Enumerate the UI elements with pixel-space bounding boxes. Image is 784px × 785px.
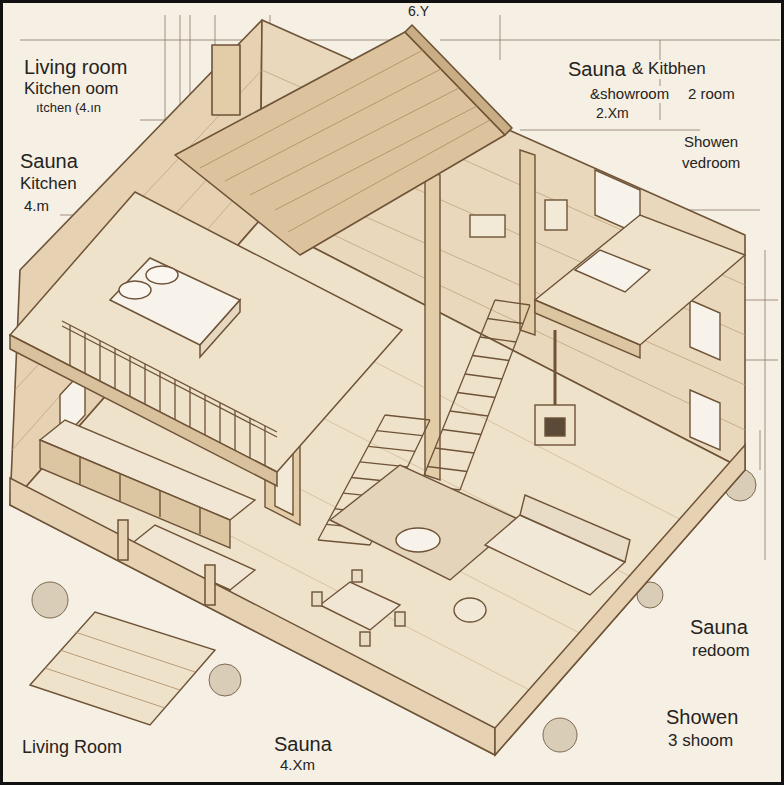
room-label: Sauna	[688, 616, 750, 638]
upper-room	[545, 200, 567, 230]
dimension-label: 2 room	[686, 86, 737, 103]
room-label: Sauna	[566, 58, 628, 80]
loft	[200, 300, 240, 357]
loft	[146, 266, 178, 284]
living-furniture	[360, 632, 370, 646]
living-furniture	[312, 330, 630, 646]
bushes	[209, 664, 241, 696]
living-furniture	[352, 570, 362, 582]
living-furniture	[320, 582, 400, 630]
entry-deck	[30, 612, 215, 725]
roof	[175, 25, 512, 255]
upper-room	[535, 300, 640, 358]
windows	[690, 300, 720, 360]
room-label: Showen	[664, 706, 740, 728]
living-furniture	[520, 495, 630, 562]
room-label: Sauna	[18, 150, 80, 172]
room-label: Sauna	[272, 733, 334, 755]
roof	[405, 25, 512, 135]
roof-planks	[200, 50, 490, 232]
dimension-label: 4.Xm	[278, 757, 317, 774]
upper-room	[575, 250, 650, 292]
dimension-label: 6.Y	[406, 4, 431, 19]
room-label: redoom	[690, 642, 752, 661]
roof	[175, 32, 505, 255]
dimension-label: ıtchen (4.ın	[34, 101, 103, 115]
stairs	[420, 300, 530, 490]
living-furniture	[554, 330, 557, 405]
living-furniture	[396, 528, 440, 552]
front-rails	[10, 445, 745, 755]
room-label: Living Room	[20, 738, 124, 758]
dimension-label: 4.m	[22, 198, 51, 215]
upper-room	[470, 215, 505, 237]
stairs	[420, 300, 530, 490]
partition-walls	[520, 150, 535, 335]
loft	[119, 281, 151, 299]
front-rails	[118, 520, 128, 560]
room-label: Kitchen oom	[22, 80, 121, 99]
bushes	[32, 582, 68, 618]
loft-railing	[62, 321, 277, 437]
room-label: Kitchen	[18, 175, 79, 194]
room-label: Showen	[682, 134, 740, 151]
room-label: & Kitbhen	[630, 60, 708, 79]
living-furniture	[395, 612, 405, 626]
front-rails	[205, 565, 215, 605]
roof-planks	[200, 50, 490, 232]
windows	[690, 390, 720, 450]
room-label: Living room	[22, 56, 129, 78]
dimension-label: 3 shoom	[666, 732, 735, 751]
entry-deck	[30, 612, 215, 725]
room-label: vedroom	[680, 155, 742, 172]
entry-deck	[45, 632, 195, 708]
front-rails	[495, 445, 745, 755]
living-furniture	[330, 465, 520, 580]
living-furniture	[454, 598, 486, 622]
room-label: &showroom	[588, 86, 671, 103]
upper-room	[470, 200, 745, 358]
living-furniture	[545, 418, 565, 436]
house-walls	[10, 20, 745, 755]
partition-walls	[425, 170, 440, 480]
front-rails	[10, 478, 495, 755]
dimension-label: 2.Xm	[594, 106, 631, 121]
living-furniture	[312, 592, 322, 606]
kitchen-counters	[80, 457, 200, 534]
bushes	[543, 718, 577, 752]
roof	[212, 45, 240, 115]
living-furniture	[535, 405, 575, 445]
